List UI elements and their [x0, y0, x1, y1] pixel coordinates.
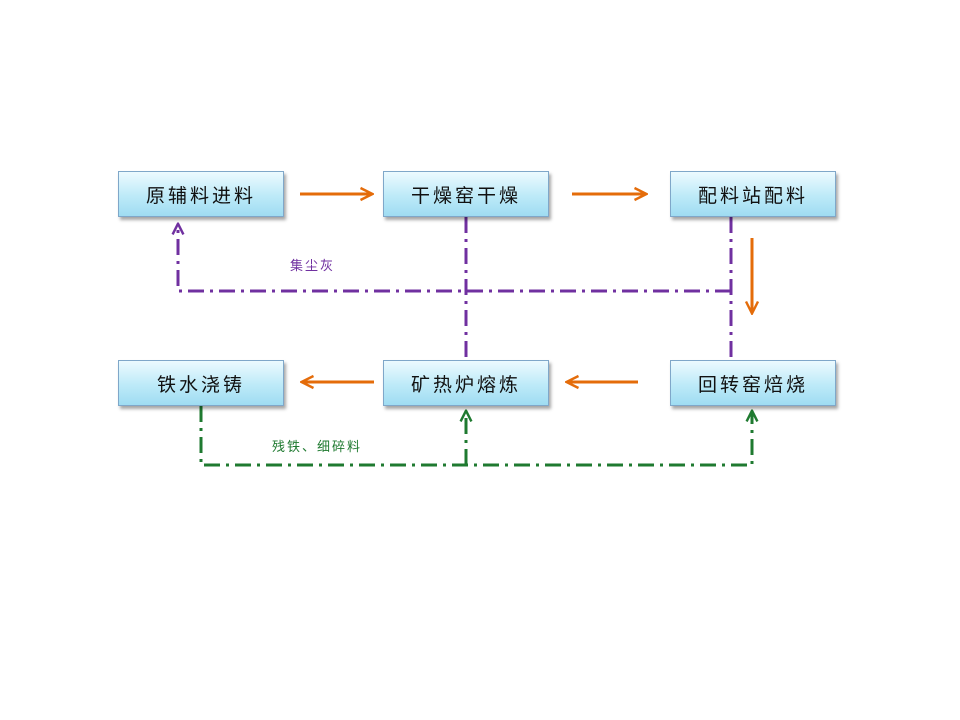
node-iron-casting: 铁水浇铸	[118, 360, 284, 406]
scrap-iron-label: 残铁、细碎料	[272, 440, 363, 455]
dust-recycle-loop	[178, 217, 733, 360]
dust-ash-label: 集尘灰	[290, 259, 336, 274]
node-batching-station: 配料站配料	[670, 171, 836, 217]
node-rotary-kiln-roasting: 回转窑焙烧	[670, 360, 836, 406]
dust-return-line	[178, 225, 731, 293]
node-kiln-drying: 干燥窑干燥	[383, 171, 549, 217]
node-raw-material-feed: 原辅料进料	[118, 171, 284, 217]
scrap-line-to-roasting	[199, 406, 752, 467]
scrap-recycle-loop	[199, 406, 752, 467]
node-arc-furnace-smelting: 矿热炉熔炼	[383, 360, 549, 406]
